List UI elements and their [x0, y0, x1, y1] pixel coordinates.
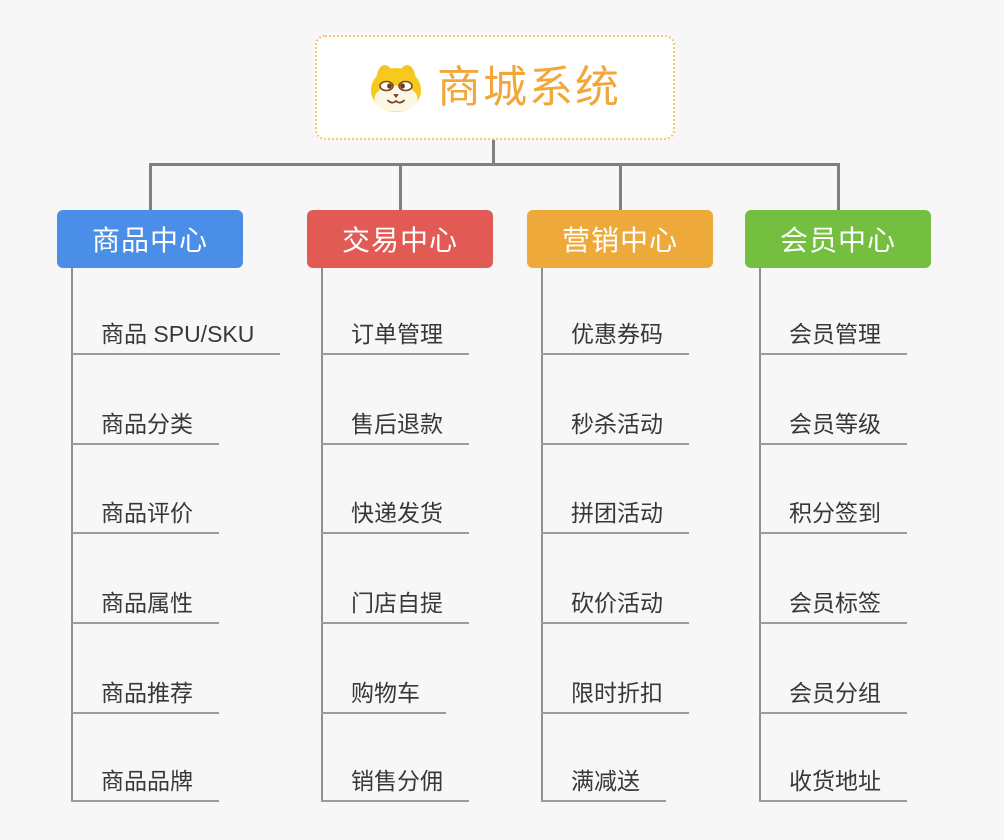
- child-topic[interactable]: 秒杀活动: [541, 407, 689, 445]
- child-topic[interactable]: 会员等级: [759, 407, 907, 445]
- child-topic[interactable]: 限时折扣: [541, 676, 689, 714]
- branch-topic-member-center[interactable]: 会员中心: [745, 210, 931, 268]
- root-topic[interactable]: 商城系统: [315, 35, 675, 140]
- connector-bus: [149, 163, 840, 166]
- connector-drop-marketing: [619, 165, 622, 211]
- connector-drop-member: [837, 165, 840, 211]
- connector-root-stem: [492, 140, 495, 165]
- child-topic[interactable]: 商品推荐: [71, 676, 219, 714]
- child-topic[interactable]: 快递发货: [321, 496, 469, 534]
- branch-topic-goods-center[interactable]: 商品中心: [57, 210, 243, 268]
- dog-face-icon: [371, 64, 421, 112]
- child-topic[interactable]: 拼团活动: [541, 496, 689, 534]
- child-topic[interactable]: 砍价活动: [541, 586, 689, 624]
- child-topic[interactable]: 会员管理: [759, 317, 907, 355]
- branch-topic-trade-center[interactable]: 交易中心: [307, 210, 493, 268]
- child-topic[interactable]: 商品属性: [71, 586, 219, 624]
- child-topic[interactable]: 购物车: [321, 676, 446, 714]
- branch-children-goods: 商品 SPU/SKU 商品分类 商品评价 商品属性 商品推荐 商品品牌: [71, 268, 321, 802]
- child-topic[interactable]: 积分签到: [759, 496, 907, 534]
- branch-children-trade: 订单管理 售后退款 快递发货 门店自提 购物车 销售分佣: [321, 268, 571, 802]
- child-topic[interactable]: 商品 SPU/SKU: [71, 317, 281, 355]
- child-topic[interactable]: 售后退款: [321, 407, 469, 445]
- connector-drop-trade: [399, 165, 402, 211]
- child-topic[interactable]: 商品品牌: [71, 764, 219, 802]
- branch-children-member: 会员管理 会员等级 积分签到 会员标签 会员分组 收货地址: [759, 268, 1004, 802]
- child-topic[interactable]: 会员标签: [759, 586, 907, 624]
- child-topic[interactable]: 订单管理: [321, 317, 469, 355]
- child-topic[interactable]: 收货地址: [759, 764, 907, 802]
- branch-topic-marketing-center[interactable]: 营销中心: [527, 210, 713, 268]
- child-topic[interactable]: 会员分组: [759, 676, 907, 714]
- child-topic[interactable]: 优惠券码: [541, 317, 689, 355]
- child-topic[interactable]: 商品分类: [71, 407, 219, 445]
- child-topic[interactable]: 商品评价: [71, 496, 219, 534]
- connector-drop-goods: [149, 165, 152, 211]
- child-topic[interactable]: 销售分佣: [321, 764, 469, 802]
- child-topic[interactable]: 门店自提: [321, 586, 469, 624]
- branch-children-marketing: 优惠券码 秒杀活动 拼团活动 砍价活动 限时折扣 满减送: [541, 268, 791, 802]
- root-topic-label: 商城系统: [437, 62, 621, 112]
- child-topic[interactable]: 满减送: [541, 764, 666, 802]
